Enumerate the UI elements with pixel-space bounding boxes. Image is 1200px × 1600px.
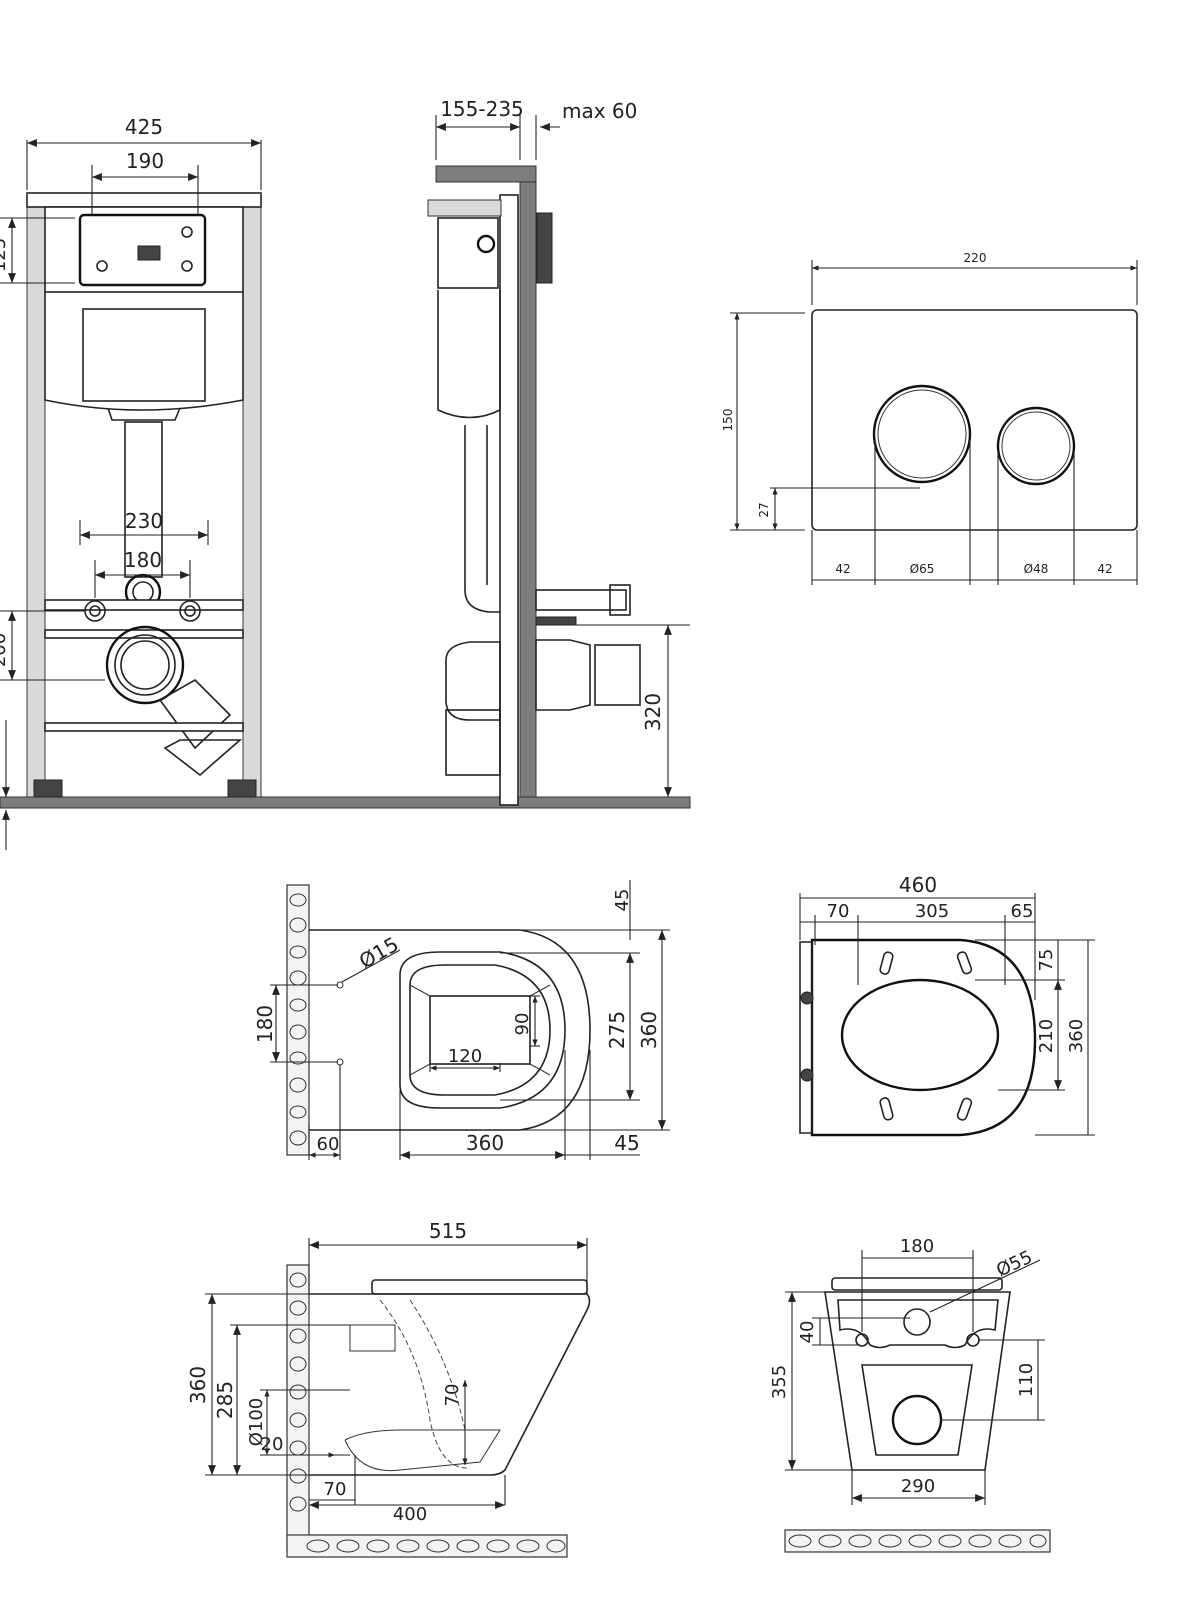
flush-plate-view: 220 150 27 42 Ø65 Ø48 42: [721, 251, 1138, 585]
frame-left-post: [26, 194, 46, 798]
dim-button-small: Ø48: [1024, 562, 1049, 576]
dim-lower-height: 200: [0, 633, 10, 667]
dim-inlet-offset: 40: [797, 1321, 818, 1344]
inlet-pipe-side: [349, 1324, 396, 1352]
cistern-panel: [82, 308, 206, 402]
dim-rear-outlet-height: 110: [1016, 1363, 1037, 1397]
dim-base-length: 400: [393, 1504, 427, 1525]
frame-side-view: 155-235 max 60 320: [427, 97, 690, 806]
dim-hole-spacing: 180: [253, 1005, 277, 1043]
seat-top-view: 460 70 305 65 75 210 360: [799, 873, 1095, 1137]
frame-right-post: [242, 194, 262, 798]
wall-section: [519, 181, 537, 798]
dim-inner-width: 90: [512, 1013, 533, 1036]
dim-frame-width: 425: [125, 115, 163, 139]
dim-pipe-outer: 230: [125, 509, 163, 533]
dim-plate-height: 150: [721, 409, 735, 432]
dim-seat-front-offset: 65: [1011, 901, 1034, 922]
flush-button-side: [536, 212, 553, 284]
toilet-top-view: 180 Ø15 120 90 275 360 45 60 360 45: [253, 880, 670, 1160]
dim-hinge-offset: 70: [827, 901, 850, 922]
dim-total-width: 360: [637, 1011, 661, 1049]
dim-seat-width: 360: [1066, 1019, 1087, 1053]
side-post: [499, 194, 519, 806]
dim-inlet-diameter: Ø55: [993, 1247, 1035, 1282]
dim-toilet-height: 360: [186, 1366, 210, 1404]
drain-elbow-side: [445, 641, 501, 721]
dim-side-outlet-height: 285: [213, 1381, 237, 1419]
inlet-connector: [535, 589, 627, 611]
dim-outlet-height: 320: [641, 693, 665, 731]
dim-plate-margin-left: 42: [835, 562, 850, 576]
dim-plate-margin-right: 42: [1097, 562, 1112, 576]
dim-bowl-width: 275: [605, 1011, 629, 1049]
dim-bowl-length: 360: [466, 1131, 504, 1155]
cistern-body: [44, 292, 244, 411]
dim-rim-offset: 45: [612, 889, 633, 912]
dim-wall-max: max 60: [562, 99, 637, 123]
dim-wall-gap: 70: [324, 1479, 347, 1500]
toilet-side-view: 515 360 285 Ø100 20 70 70 400: [186, 1219, 591, 1558]
dim-seat-length: 460: [899, 873, 937, 897]
dim-button-offset: 27: [757, 502, 771, 517]
dim-seat-top-offset: 75: [1036, 949, 1057, 972]
dim-front-offset: 45: [614, 1131, 639, 1155]
cistern-side: [437, 290, 501, 419]
water-surface: [344, 1429, 501, 1472]
dim-button-large: Ø65: [910, 562, 935, 576]
dim-opening-width: 210: [1036, 1019, 1057, 1053]
toilet-body-side: [309, 1293, 591, 1476]
inlet-hole: [903, 1308, 931, 1336]
flush-plate: [811, 309, 1138, 531]
wall-stone-hatch: [286, 884, 310, 1156]
dim-plate-width: 220: [964, 251, 987, 265]
dim-bolt-spacing: 180: [900, 1236, 934, 1257]
dim-mechanism-height: 125: [0, 238, 10, 272]
outlet-connector: [535, 639, 591, 711]
drain-outlet: [105, 625, 185, 705]
dim-water-depth: 70: [442, 1384, 463, 1407]
dim-opening-length: 305: [915, 901, 949, 922]
flush-button-large[interactable]: [872, 384, 972, 484]
wall-top: [435, 165, 537, 183]
bowl-inner-recess: [429, 995, 531, 1065]
drain-pipe-side: [445, 709, 501, 776]
frame-top-rail: [26, 192, 262, 208]
dim-mechanism-width: 190: [126, 149, 164, 173]
floor-line: [0, 796, 691, 809]
mounting-bar: [44, 599, 244, 611]
seat-lid-side: [371, 1279, 588, 1295]
dim-rear-height: 355: [769, 1365, 790, 1399]
dim-inner-length: 120: [448, 1046, 482, 1067]
rear-floor-hatch: [784, 1529, 1051, 1553]
frame-front-view: 425 190 125 230 180 200: [0, 115, 691, 850]
toilet-bowl-outline: [309, 929, 591, 1131]
seat-rear: [831, 1277, 1003, 1291]
drain-elbow: [158, 679, 243, 777]
flush-mechanism: [78, 213, 207, 287]
dim-outlet-diameter: Ø100: [246, 1398, 267, 1447]
dim-base-width: 290: [901, 1476, 935, 1497]
toilet-rear-view: 180 Ø55 40 355 110 290: [769, 1236, 1051, 1553]
dim-hole-diameter: Ø15: [355, 932, 403, 973]
seat-outline: [810, 938, 1037, 1137]
outlet-hole: [891, 1394, 943, 1446]
dim-outlet-offset: 20: [261, 1434, 284, 1455]
dim-wall-offset: 60: [317, 1134, 340, 1155]
dim-depth-range: 155-235: [440, 97, 524, 121]
dim-pipe-inner: 180: [124, 548, 162, 572]
bowl-rim: [399, 951, 566, 1109]
flush-button-small[interactable]: [996, 406, 1076, 486]
seat-opening: [840, 978, 1000, 1092]
dim-toilet-length: 515: [429, 1219, 467, 1243]
